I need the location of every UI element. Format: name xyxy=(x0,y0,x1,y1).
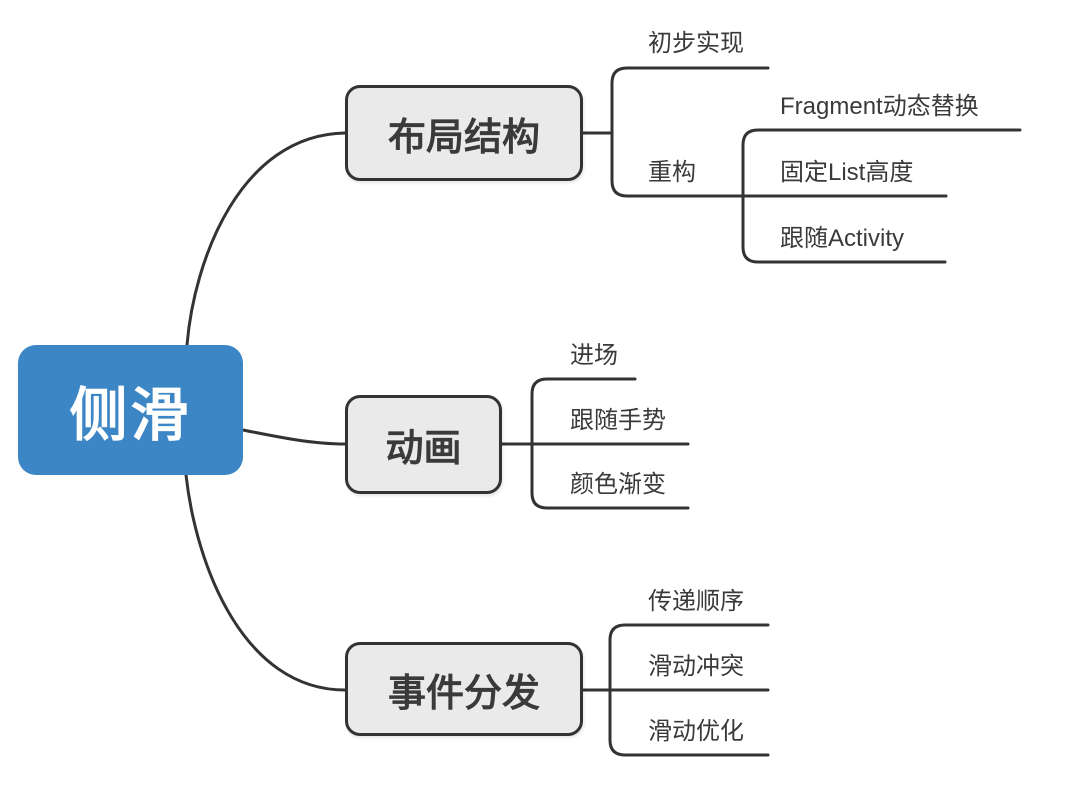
leaf-node-dispatch-order[interactable]: 传递顺序 xyxy=(648,588,744,615)
bracket-refactor-children xyxy=(741,128,1022,264)
leaf-node-enter-animation[interactable]: 进场 xyxy=(570,342,618,369)
branch-node-layout-structure[interactable]: 布局结构 xyxy=(345,85,583,181)
edge-root-to-event xyxy=(184,473,347,692)
leaf-node-follow-gesture[interactable]: 跟随手势 xyxy=(570,407,666,434)
connector-group xyxy=(184,66,1022,757)
branch-node-event-dispatch[interactable]: 事件分发 xyxy=(345,642,583,736)
branch-node-animation[interactable]: 动画 xyxy=(345,395,502,494)
leaf-node-scroll-optimization[interactable]: 滑动优化 xyxy=(648,718,744,745)
edge-root-to-animation xyxy=(241,428,347,446)
root-node-side-slide[interactable]: 侧滑 xyxy=(18,345,243,475)
edge-root-to-layout xyxy=(185,131,347,347)
leaf-node-refactor[interactable]: 重构 xyxy=(648,159,696,186)
leaf-node-scroll-conflict[interactable]: 滑动冲突 xyxy=(648,653,744,680)
leaf-node-fixed-list-height[interactable]: 固定List高度 xyxy=(780,159,914,186)
leaf-node-follow-activity[interactable]: 跟随Activity xyxy=(780,225,905,252)
leaf-node-fragment-dynamic-replace[interactable]: Fragment动态替换 xyxy=(780,93,979,120)
leaf-node-initial-implementation[interactable]: 初步实现 xyxy=(648,30,744,57)
bracket-event-children xyxy=(608,623,770,757)
bracket-animation-children xyxy=(530,377,690,510)
leaf-node-color-gradient[interactable]: 颜色渐变 xyxy=(570,471,666,498)
bracket-layout-children xyxy=(610,66,948,198)
